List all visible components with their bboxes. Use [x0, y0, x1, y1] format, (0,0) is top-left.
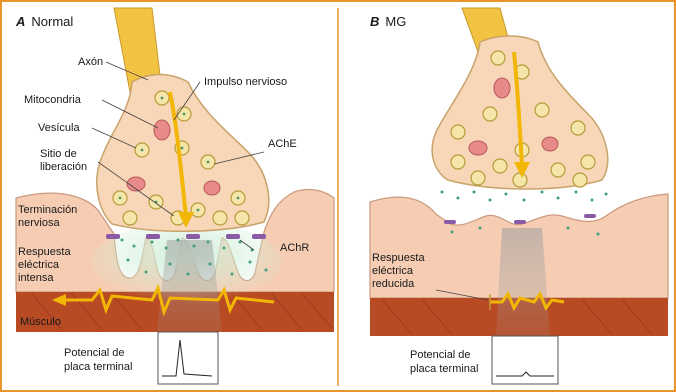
vesicle: [213, 211, 227, 225]
signal-beam-b: [496, 228, 550, 336]
panel-a-name: Normal: [31, 14, 73, 29]
endplate-trace-box-b: [492, 336, 558, 384]
vesicle: [571, 121, 585, 135]
mitochondrion: [542, 137, 558, 151]
response-label-b: Respuesta eléctrica reducida: [372, 252, 425, 291]
potential-a-line-2: placa terminal: [64, 360, 132, 374]
panel-b-art: [370, 8, 668, 384]
vesicle: [535, 103, 549, 117]
vesicle: [581, 155, 595, 169]
vesicle: [451, 125, 465, 139]
panel-b-name: MG: [385, 14, 406, 29]
vesicle: [483, 107, 497, 121]
panel-a-art: [16, 8, 334, 384]
vesicle: [573, 173, 587, 187]
response-b-line-1: Respuesta: [372, 252, 425, 265]
endplate-potential-label-a: Potencial de placa terminal: [64, 346, 132, 374]
mitochondria-label: Mitocondria: [24, 94, 81, 107]
vesicle: [513, 173, 527, 187]
vesicle: [451, 155, 465, 169]
impulse-label: Impulso nervioso: [204, 76, 287, 89]
release-site-line-1: Sitio de: [40, 148, 87, 161]
panel-a-letter: A: [16, 14, 25, 29]
potential-a-line-1: Potencial de: [64, 346, 132, 360]
vesicle-label: Vesícula: [38, 122, 80, 135]
terminal-line-1: Terminación: [18, 204, 77, 217]
potential-b-line-2: placa terminal: [410, 362, 478, 376]
endplate-potential-label-b: Potencial de placa terminal: [410, 348, 478, 376]
mitochondrion: [494, 78, 510, 98]
achr-label: AChR: [280, 242, 309, 255]
panel-b-title: B MG: [370, 14, 406, 29]
ache-label: AChE: [268, 138, 297, 151]
vesicle: [551, 163, 565, 177]
mitochondrion: [154, 120, 170, 140]
response-b-line-3: reducida: [372, 278, 425, 291]
terminal-line-2: nerviosa: [18, 217, 77, 230]
terminal-label: Terminación nerviosa: [18, 204, 77, 230]
vesicle: [491, 51, 505, 65]
release-site-label: Sitio de liberación: [40, 148, 87, 174]
vesicle: [235, 211, 249, 225]
response-a-line-3: intensa: [18, 272, 71, 285]
panel-a-title: A Normal: [16, 14, 73, 29]
vesicle: [471, 171, 485, 185]
panel-b-letter: B: [370, 14, 379, 29]
axon-label: Axón: [78, 56, 103, 69]
mitochondrion: [469, 141, 487, 155]
release-site-line-2: liberación: [40, 161, 87, 174]
mitochondrion: [204, 181, 220, 195]
response-a-line-2: eléctrica: [18, 259, 71, 272]
potential-b-line-1: Potencial de: [410, 348, 478, 362]
vesicle: [123, 211, 137, 225]
signal-beam-a: [157, 240, 222, 332]
response-a-line-1: Respuesta: [18, 246, 71, 259]
muscle-label: Músculo: [20, 316, 61, 329]
response-label-a: Respuesta eléctrica intensa: [18, 246, 71, 285]
vesicle: [493, 159, 507, 173]
response-b-line-2: eléctrica: [372, 265, 425, 278]
